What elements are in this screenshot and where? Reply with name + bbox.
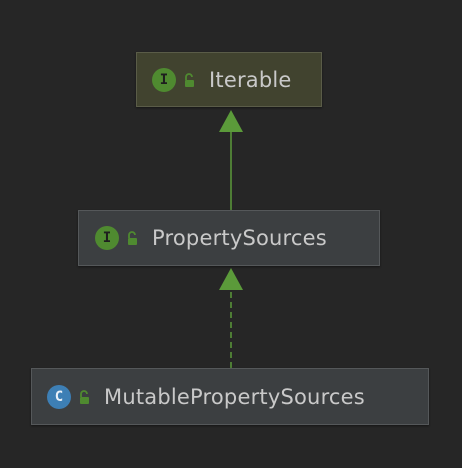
class-icon: C	[47, 384, 71, 409]
node-label: Iterable	[209, 67, 292, 92]
edge-implements	[219, 268, 243, 368]
unlocked-lock-icon	[80, 389, 89, 404]
unlocked-lock-icon	[185, 72, 194, 87]
unlocked-lock-icon	[128, 231, 137, 245]
edge-arrowhead-implements	[219, 268, 243, 290]
interface-icon: I	[95, 226, 119, 250]
uml-node-propertysources[interactable]: I PropertySources	[78, 210, 380, 266]
interface-icon: I	[152, 67, 176, 92]
edge-arrowhead-extends	[219, 110, 243, 132]
edge-extends	[219, 110, 243, 210]
node-label: PropertySources	[152, 226, 327, 250]
node-label: MutablePropertySources	[104, 384, 365, 409]
uml-node-mutablepropertysources[interactable]: C MutablePropertySources	[31, 368, 429, 425]
uml-node-iterable[interactable]: I Iterable	[136, 52, 322, 107]
